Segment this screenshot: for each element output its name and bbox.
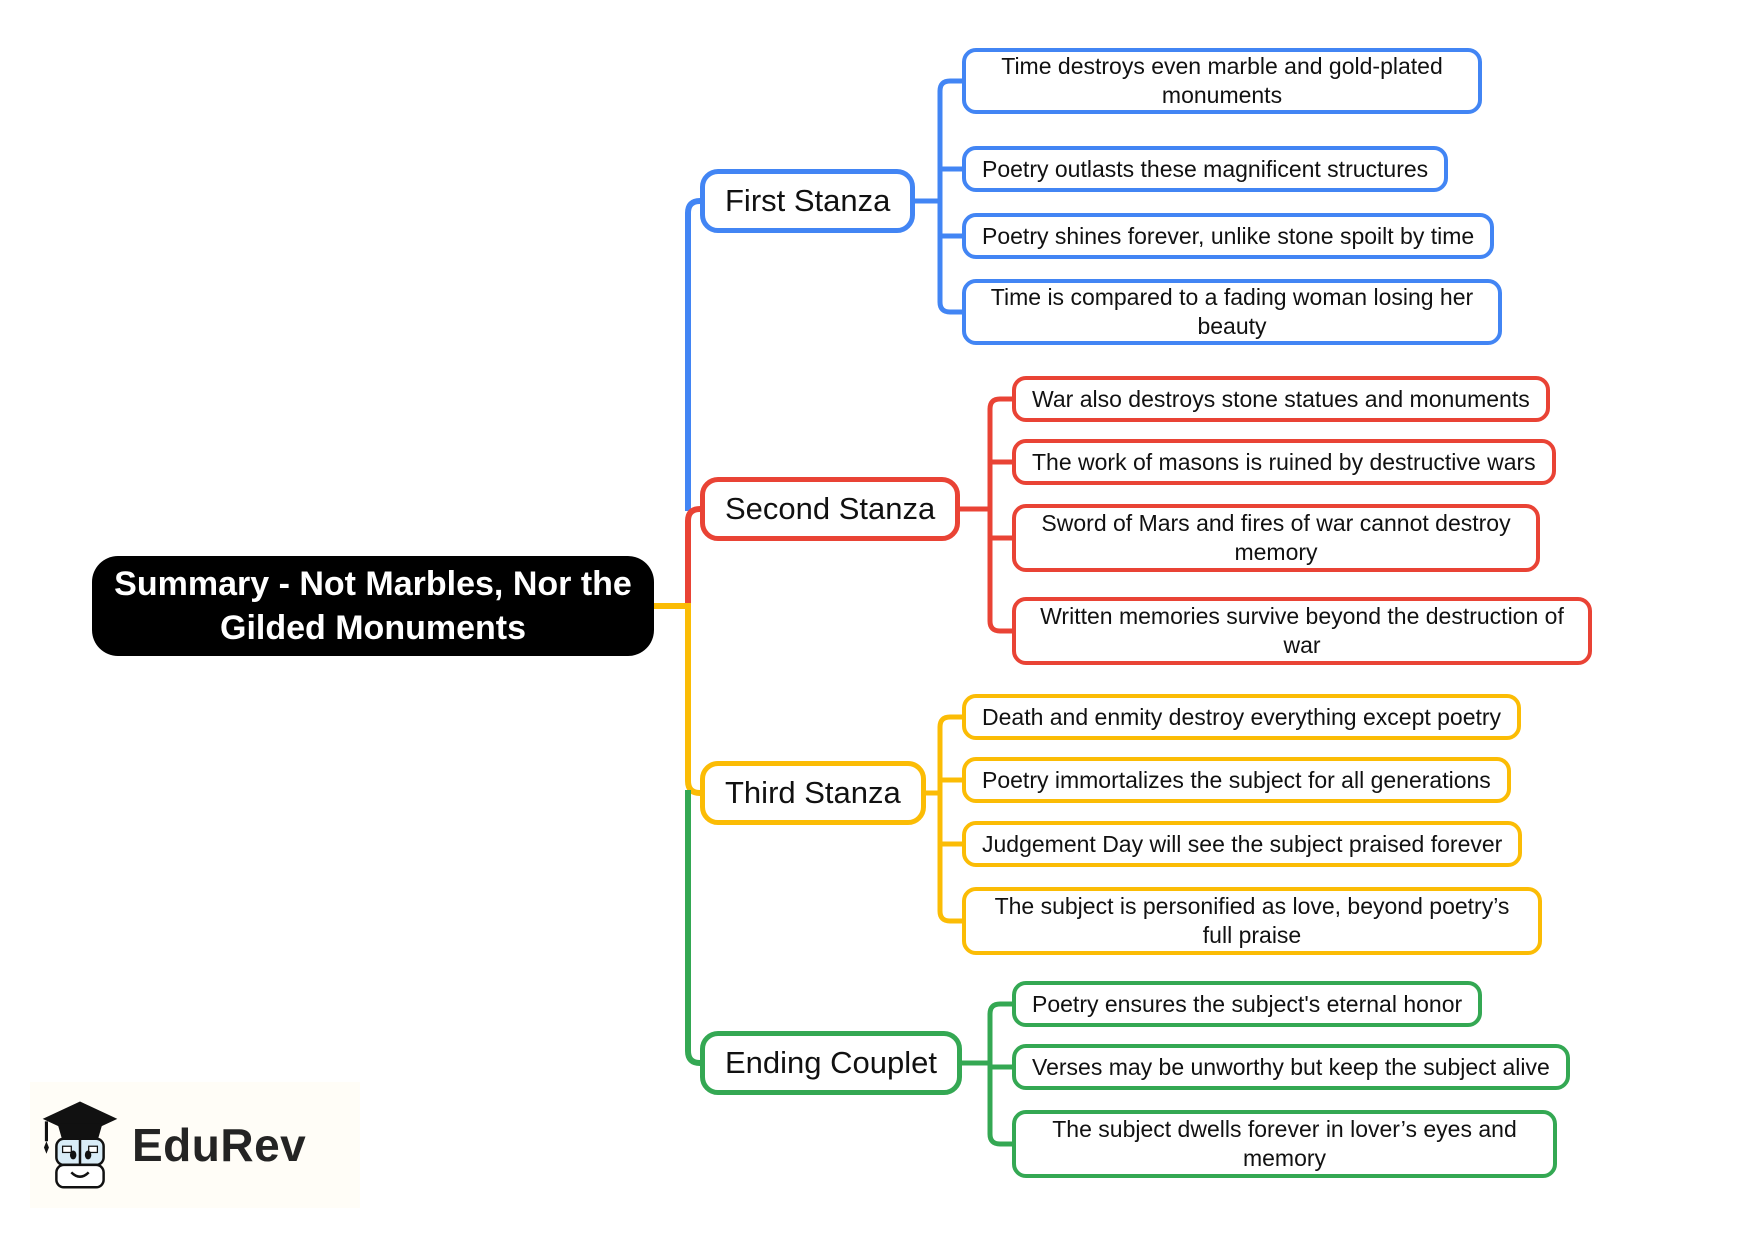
root-node: Summary - Not Marbles, Nor the Gilded Mo… bbox=[92, 556, 654, 656]
leaf-node: Time is compared to a fading woman losin… bbox=[962, 279, 1502, 345]
edurev-brand-text: EduRev bbox=[132, 1119, 307, 1171]
leaf-node: Poetry shines forever, unlike stone spoi… bbox=[962, 213, 1495, 259]
leaf-node: Written memories survive beyond the dest… bbox=[1012, 597, 1592, 665]
leaf-node: Time destroys even marble and gold-plate… bbox=[962, 48, 1482, 114]
branch-node-ending-couplet: Ending Couplet bbox=[700, 1031, 962, 1095]
leaf-node: Sword of Mars and fires of war cannot de… bbox=[1012, 504, 1540, 572]
branch-node-first-stanza: First Stanza bbox=[700, 169, 916, 233]
leaf-node: War also destroys stone statues and monu… bbox=[1012, 376, 1550, 422]
leaf-node: The subject dwells forever in lover’s ey… bbox=[1012, 1110, 1557, 1178]
leaf-node: Poetry ensures the subject's eternal hon… bbox=[1012, 981, 1483, 1027]
edurev-logo: EduRev bbox=[30, 1082, 360, 1208]
leaf-node: Death and enmity destroy everything exce… bbox=[962, 694, 1522, 740]
edurev-mascot-icon bbox=[42, 1101, 118, 1189]
leaf-node: Poetry outlasts these magnificent struct… bbox=[962, 146, 1449, 192]
leaf-node: Verses may be unworthy but keep the subj… bbox=[1012, 1044, 1570, 1090]
branch-node-second-stanza: Second Stanza bbox=[700, 477, 961, 541]
leaf-node: The subject is personified as love, beyo… bbox=[962, 887, 1542, 955]
leaf-node: Poetry immortalizes the subject for all … bbox=[962, 757, 1511, 803]
leaf-node: The work of masons is ruined by destruct… bbox=[1012, 439, 1556, 485]
branch-node-third-stanza: Third Stanza bbox=[700, 761, 926, 825]
leaf-node: Judgement Day will see the subject prais… bbox=[962, 821, 1523, 867]
